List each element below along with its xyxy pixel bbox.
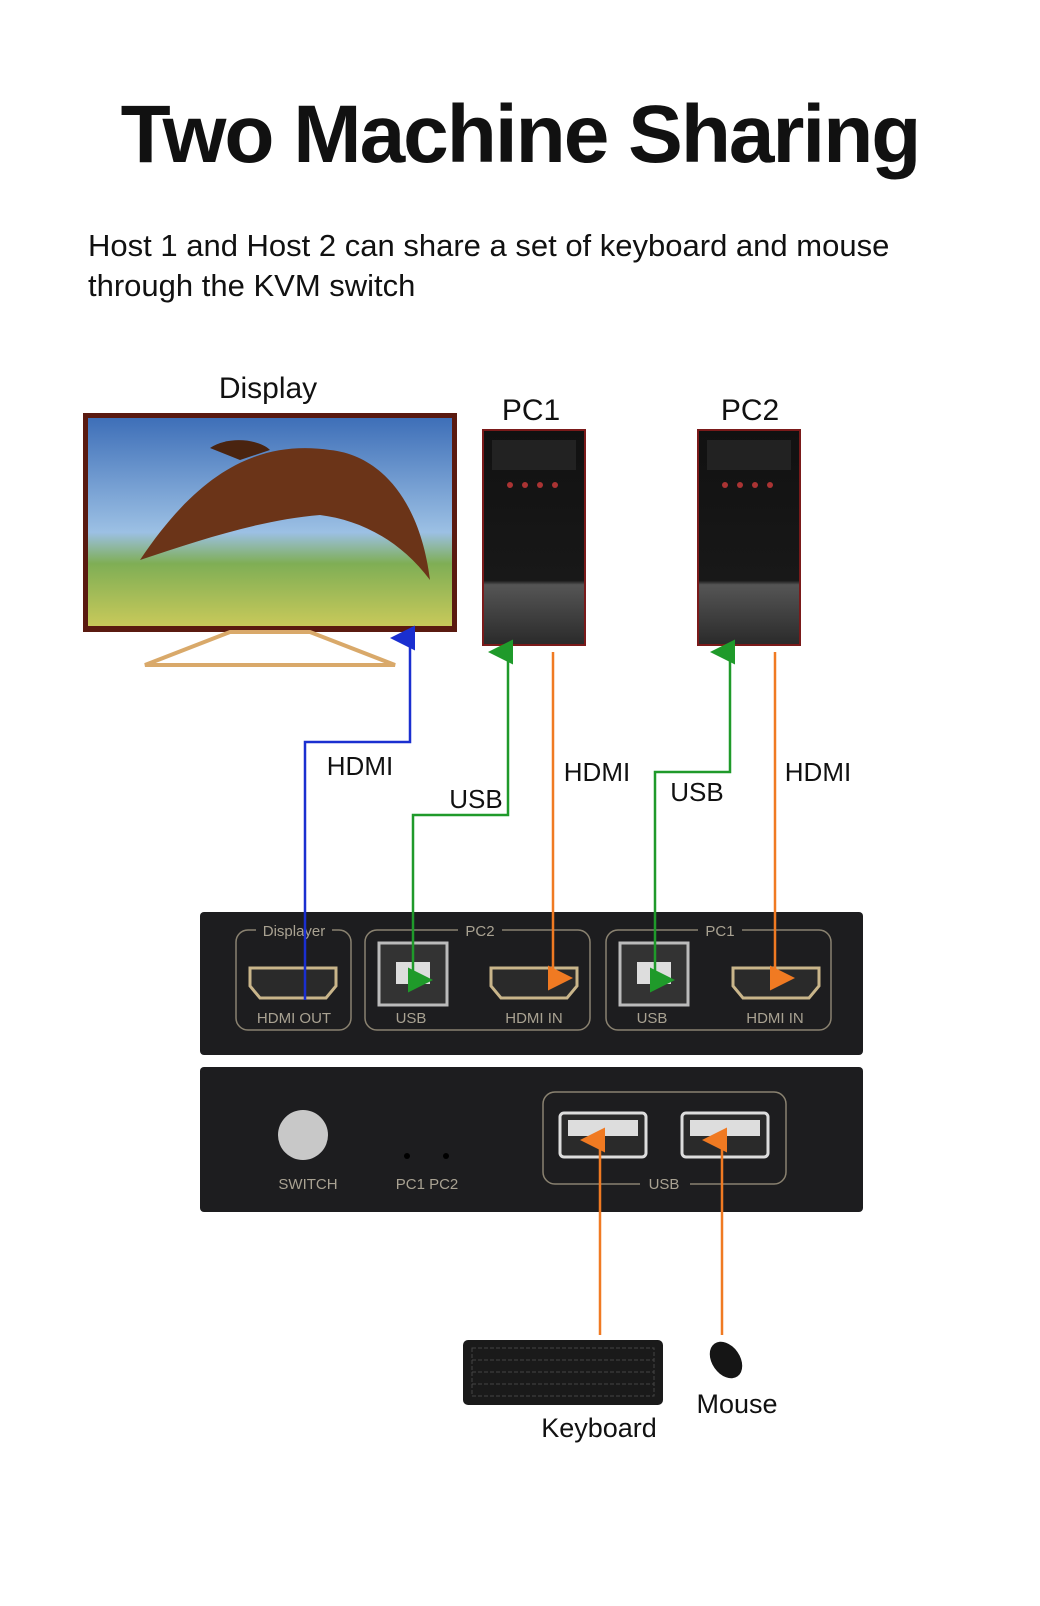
display-hdmi-label: HDMI bbox=[327, 751, 393, 781]
kvm-back-panel: Displayer PC2 PC1 HDMI OUT USB HDMI IN U… bbox=[200, 912, 863, 1055]
subtitle-line-2: through the KVM switch bbox=[88, 268, 416, 303]
hdmi-in-label-pc2: HDMI IN bbox=[505, 1010, 563, 1027]
hdmi-in-port-pc2 bbox=[489, 966, 579, 1000]
pc2-hdmi-label: HDMI bbox=[785, 757, 851, 787]
pc1-usb-cable bbox=[408, 639, 513, 993]
switch-label: SWITCH bbox=[278, 1176, 337, 1193]
pc2-label: PC2 bbox=[721, 394, 779, 427]
page-title: Two Machine Sharing bbox=[120, 89, 922, 180]
pc1-tower bbox=[482, 429, 586, 646]
led-indicators bbox=[443, 1153, 449, 1159]
keyboard-label: Keyboard bbox=[541, 1413, 657, 1443]
pc2-usb-cable bbox=[650, 639, 735, 993]
hdmi-in-label-pc1: HDMI IN bbox=[746, 1010, 804, 1027]
display-label: Display bbox=[219, 372, 317, 405]
group-displayer-label: Displayer bbox=[263, 923, 326, 940]
kvm-front-panel: SWITCH PC1 PC2 USB bbox=[200, 1067, 863, 1212]
switch-button[interactable] bbox=[278, 1110, 328, 1160]
hdmi-out-port bbox=[248, 966, 338, 1000]
usb-label-pc2: USB bbox=[396, 1010, 427, 1027]
display-monitor bbox=[83, 413, 457, 667]
pc2-usb-label: USB bbox=[670, 777, 723, 807]
subtitle-line-1: Host 1 and Host 2 can share a set of key… bbox=[88, 228, 890, 263]
pc1-hdmi-label: HDMI bbox=[564, 757, 630, 787]
pc1-usb-label: USB bbox=[449, 784, 502, 814]
led-label: PC1 PC2 bbox=[396, 1176, 459, 1193]
mouse bbox=[709, 1341, 743, 1379]
mouse-label: Mouse bbox=[696, 1389, 777, 1419]
pc2-tower bbox=[697, 429, 801, 646]
pc1-label: PC1 bbox=[502, 394, 560, 427]
usb-label-pc1: USB bbox=[637, 1010, 668, 1027]
hdmi-out-label: HDMI OUT bbox=[257, 1010, 331, 1027]
subtitle: Host 1 and Host 2 can share a set of key… bbox=[88, 226, 988, 306]
eagle-image bbox=[140, 448, 430, 580]
usb-group-label: USB bbox=[649, 1176, 680, 1193]
keyboard bbox=[463, 1340, 663, 1405]
group-pc1-label: PC1 bbox=[705, 923, 734, 940]
group-pc2-label: PC2 bbox=[465, 923, 494, 940]
